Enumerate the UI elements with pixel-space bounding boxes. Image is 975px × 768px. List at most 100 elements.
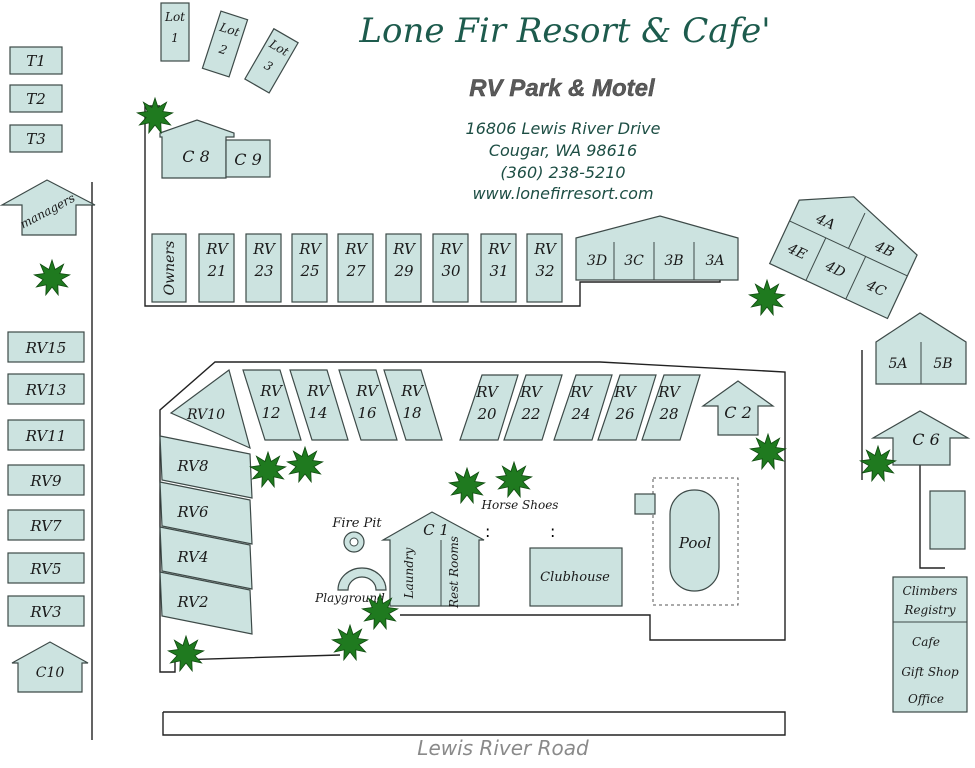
rv-site-rv2[interactable]: RV2 (159, 571, 253, 635)
small-building-right (929, 490, 966, 550)
lot-1[interactable]: Lot 1 (160, 2, 190, 62)
rv-site-rv25[interactable]: RV 25 (291, 233, 328, 303)
rv-site-rv13[interactable]: RV13 (7, 373, 85, 405)
playground-label: Playground (314, 591, 385, 605)
climbers-registry-label-2: Registry (903, 603, 955, 617)
rv-site-label: RV (439, 240, 464, 258)
rv-site-rv9[interactable]: RV9 (7, 464, 85, 496)
rv-site-label: RV (298, 240, 323, 258)
rv-site-label: RV10 (186, 407, 225, 423)
address-line-1: 16806 Lewis River Drive (466, 119, 661, 138)
pool-label: Pool (678, 534, 712, 552)
rv-site-label: RV (392, 240, 417, 258)
rv-site-number: 12 (261, 404, 280, 422)
address-line-2: Cougar, WA 98616 (489, 141, 637, 160)
motel-unit-3d: 3D (587, 253, 607, 269)
website-link[interactable]: www.lonefirresort.com (472, 184, 653, 203)
cabin-label: C 8 (182, 147, 210, 166)
rv-site-rv11[interactable]: RV11 (7, 419, 85, 451)
rv-site-label: RV (519, 383, 544, 401)
rv-site-rv6[interactable]: RV6 (159, 481, 253, 545)
rv-site-label: RV (205, 240, 230, 258)
phone-number: (360) 238-5210 (500, 163, 625, 182)
rv-site-rv3[interactable]: RV3 (7, 595, 85, 627)
cabin-c2[interactable]: C 2 (701, 380, 775, 436)
road-line-right-lower (919, 440, 945, 569)
road-line-inner-loop (159, 361, 786, 673)
cabin-c1[interactable]: C 1 Laundry Rest Rooms (380, 511, 485, 609)
rv-site-label: RV3 (29, 603, 61, 621)
rv-site-rv8[interactable]: RV8 (159, 435, 253, 499)
laundry-label: Laundry (402, 547, 416, 599)
cabin-c8[interactable]: C 8 (159, 119, 235, 179)
motel-building-5[interactable]: 5A 5B (875, 312, 967, 385)
rv-site-rv5[interactable]: RV5 (7, 552, 85, 584)
rv-site-rv23[interactable]: RV 23 (245, 233, 282, 303)
clubhouse[interactable]: Clubhouse (529, 547, 623, 607)
motel-building-4[interactable]: 4A 4B 4E 4D 4C (768, 177, 928, 320)
managers-house[interactable]: managers (0, 179, 96, 236)
rv-site-rv10[interactable]: RV10 (169, 368, 251, 450)
motel-building-3[interactable]: 3D 3C 3B 3A (575, 215, 739, 281)
rv-site-label: RV5 (29, 560, 61, 578)
cabin-c10[interactable]: C10 (11, 641, 89, 693)
cabin-c6[interactable]: C 6 (870, 410, 971, 466)
motel-unit-5a: 5A (888, 356, 907, 372)
rv-site-rv30[interactable]: RV 30 (432, 233, 469, 303)
cabin-c9[interactable]: C 9 (225, 139, 271, 178)
tree-icon (167, 634, 205, 673)
cafe-label: Cafe (912, 635, 940, 649)
tent-site-t1[interactable]: T1 (9, 46, 63, 75)
rv-site-rv22[interactable]: RV 22 (503, 374, 563, 441)
motel-unit-3b: 3B (664, 253, 683, 269)
owners-site[interactable]: Owners (151, 233, 187, 303)
cabin-label: C 1 (423, 521, 449, 539)
owners-label: Owners (162, 241, 178, 296)
map-subtitle: RV Park & Motel (469, 75, 656, 102)
rv-site-rv7[interactable]: RV7 (7, 509, 85, 541)
pool[interactable]: Pool (669, 489, 720, 592)
road-label: Lewis River Road (417, 736, 589, 760)
rv-site-number: 22 (520, 405, 540, 423)
rv-site-rv4[interactable]: RV4 (159, 526, 253, 590)
lot-label: Lot (164, 10, 185, 24)
tree-icon (33, 258, 71, 297)
map-title: Lone Fir Resort & Cafe' (358, 11, 770, 51)
rv-site-label: RV7 (29, 517, 62, 535)
rv-site-number: 23 (253, 262, 273, 280)
rv-site-label: RV (344, 240, 369, 258)
lot-label: Lot (217, 20, 241, 40)
horse-shoe-pit-right: : (550, 522, 555, 541)
rv-site-number: 30 (441, 262, 461, 280)
tent-site-t3[interactable]: T3 (9, 124, 63, 153)
rv-site-label: RV (613, 383, 638, 401)
rv-site-label: RV (252, 240, 277, 258)
office-label: Office (908, 692, 944, 706)
rv-site-number: 24 (570, 405, 590, 423)
lot-2[interactable]: Lot 2 (201, 10, 249, 78)
rv-site-number: 25 (299, 262, 319, 280)
tent-site-t2[interactable]: T2 (9, 84, 63, 113)
motel-unit-3a: 3A (705, 253, 724, 269)
rv-site-rv15[interactable]: RV15 (7, 331, 85, 363)
office-building[interactable]: Climbers Registry Cafe Gift Shop Office (892, 576, 968, 713)
tree-icon (859, 444, 897, 483)
lot-3[interactable]: Lot 3 (244, 27, 299, 94)
